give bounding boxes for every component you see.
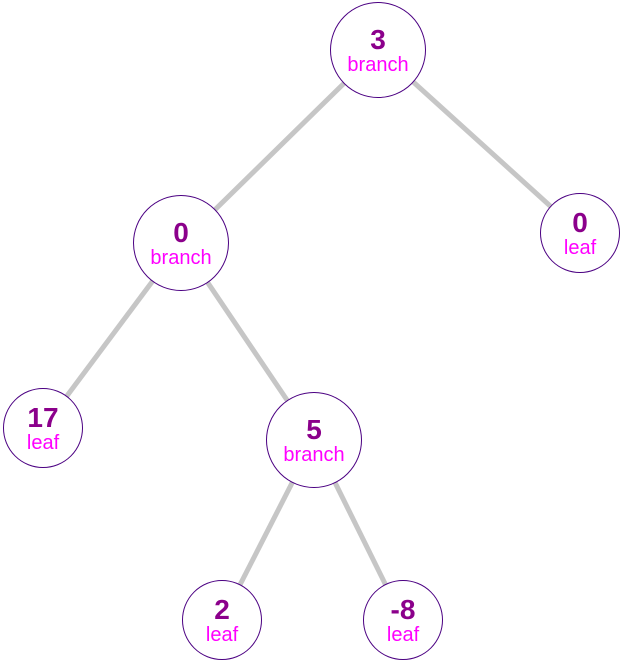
node-label: branch [283,443,345,466]
node-value: 0 [572,206,588,238]
node-label: leaf [386,623,420,646]
node-label: branch [150,246,212,269]
node-value: 3 [370,23,386,55]
node-label: leaf [205,623,239,646]
node-value: 0 [173,216,189,248]
node-label: branch [347,53,409,76]
node-value: -8 [390,593,416,625]
node-label: leaf [26,431,60,454]
node-value: 2 [214,593,230,625]
node-value: 17 [27,401,59,433]
node-label: leaf [563,236,597,259]
node-value: 5 [306,413,322,445]
